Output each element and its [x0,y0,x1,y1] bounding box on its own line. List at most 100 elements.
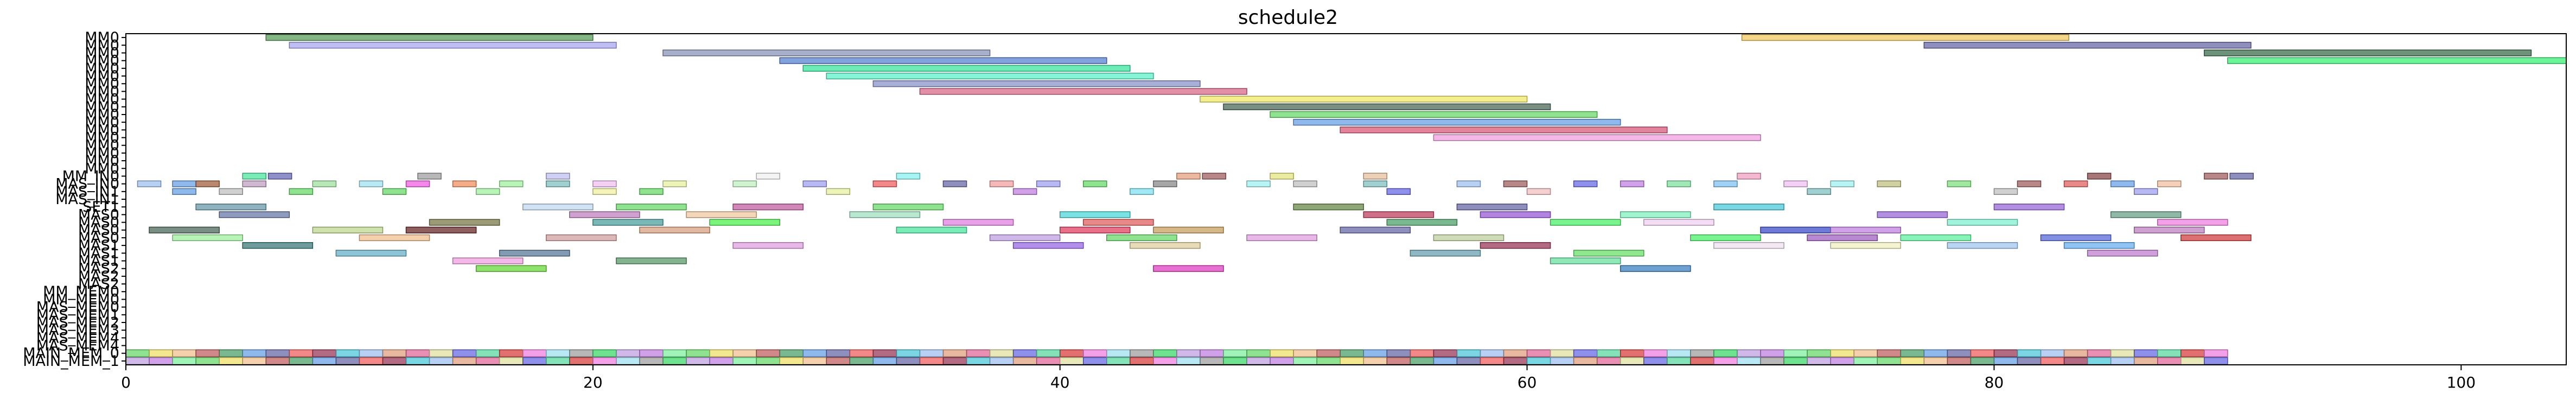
task-bar [1270,173,1294,180]
memory-slot-bar [475,349,500,357]
memory-slot-bar [1620,357,1644,365]
memory-slot-bar [1433,349,1458,357]
memory-slot-bar [1153,357,1177,365]
memory-slot-bar [1480,349,1504,357]
task-bar [1223,103,1551,110]
task-bar [1083,180,1107,187]
memory-slot-bar [1970,357,1995,365]
task-bar [1503,180,1528,187]
memory-slot-bar [1667,357,1691,365]
memory-slot-bar [312,357,337,365]
memory-slot-bar [289,349,314,357]
memory-slot-bar [896,349,921,357]
y-tick-label: MAS_MEM2 [36,314,119,331]
task-bar [242,180,267,187]
task-bar [1620,265,1691,272]
memory-slot-bar [172,349,196,357]
memory-slot-bar [1503,349,1528,357]
task-bar [2040,234,2112,242]
task-bar [1526,188,1551,195]
memory-slot-bar [2204,357,2228,365]
y-tick-label: MM0 [85,106,119,123]
task-bar [1713,180,1738,187]
memory-slot-bar [1550,349,1574,357]
memory-slot-bar [989,349,1014,357]
memory-slot-bar [1106,357,1131,365]
y-tick-label: MM0 [85,75,119,92]
task-bar [1807,188,1831,195]
y-tick-label: MM0 [85,29,119,46]
y-tick-label: MAS2 [78,261,119,277]
memory-slot-bar [335,357,360,365]
y-tick-label: MM_MEM0 [43,283,119,300]
memory-slot-bar [1923,349,1948,357]
memory-slot-bar [1270,357,1294,365]
memory-slot-bar [359,349,384,357]
task-bar [1246,234,1317,242]
memory-slot-bar [405,349,430,357]
task-bar [1200,96,1528,103]
task-bar [2110,180,2135,187]
memory-slot-bar [219,349,243,357]
task-bar [172,180,196,187]
memory-slot-bar [1363,349,1388,357]
task-bar [732,242,804,249]
memory-slot-bar [1947,349,1972,357]
task-bar [896,226,967,233]
task-bar [639,188,664,195]
y-tick-label: MM0 [85,153,119,169]
task-bar [1012,188,1037,195]
task-bar [872,180,897,187]
memory-slot-bar [2063,349,2088,357]
task-bar [195,204,267,211]
memory-slot-bar [2110,349,2135,357]
task-bar [429,219,500,226]
task-bar [1456,180,1481,187]
y-tick-label: MAS_IN1 [55,191,119,208]
task-bar [405,226,477,233]
memory-slot-bar [569,349,594,357]
memory-slot-bar [569,357,594,365]
memory-slot-bar [779,349,804,357]
task-bar [2133,226,2205,233]
task-bar [1830,242,1902,249]
memory-slot-bar [1853,357,1878,365]
memory-slot-bar [2087,349,2112,357]
chart-title: schedule2 [1238,7,1338,29]
memory-slot-bar [1130,349,1154,357]
task-bar [2110,211,2182,218]
task-bar [289,42,617,49]
task-bar [546,173,570,180]
task-bar [662,49,991,56]
task-bar [686,211,757,218]
task-bar [2087,173,2112,180]
task-bar [546,180,570,187]
memory-slot-bar [1059,349,1084,357]
task-bar [732,180,757,187]
task-bar [1036,180,1061,187]
memory-slot-bar [1713,349,1738,357]
task-bar [802,65,1131,72]
memory-slot-bar [686,357,710,365]
task-bar [1713,204,1784,211]
task-bar [452,180,477,187]
task-bar [475,265,547,272]
memory-slot-bar [662,357,687,365]
memory-slot-bar [1783,357,1808,365]
memory-slot-bar [1573,349,1598,357]
memory-slot-bar [1433,357,1458,365]
task-bar [312,226,384,233]
memory-slot-bar [1877,349,1902,357]
memory-slot-bar [1550,357,1574,365]
y-tick-label: MAIN_MEM_1 [23,353,119,370]
task-bar [499,180,524,187]
task-bar [1340,126,1668,134]
task-bar [1293,204,1364,211]
task-bar [417,173,442,180]
task-bar [1993,188,2018,195]
task-bar [149,226,220,233]
y-tick-label: MAS2 [78,268,119,285]
task-bar [989,234,1061,242]
task-bar [732,204,804,211]
memory-slot-bar [125,357,150,365]
